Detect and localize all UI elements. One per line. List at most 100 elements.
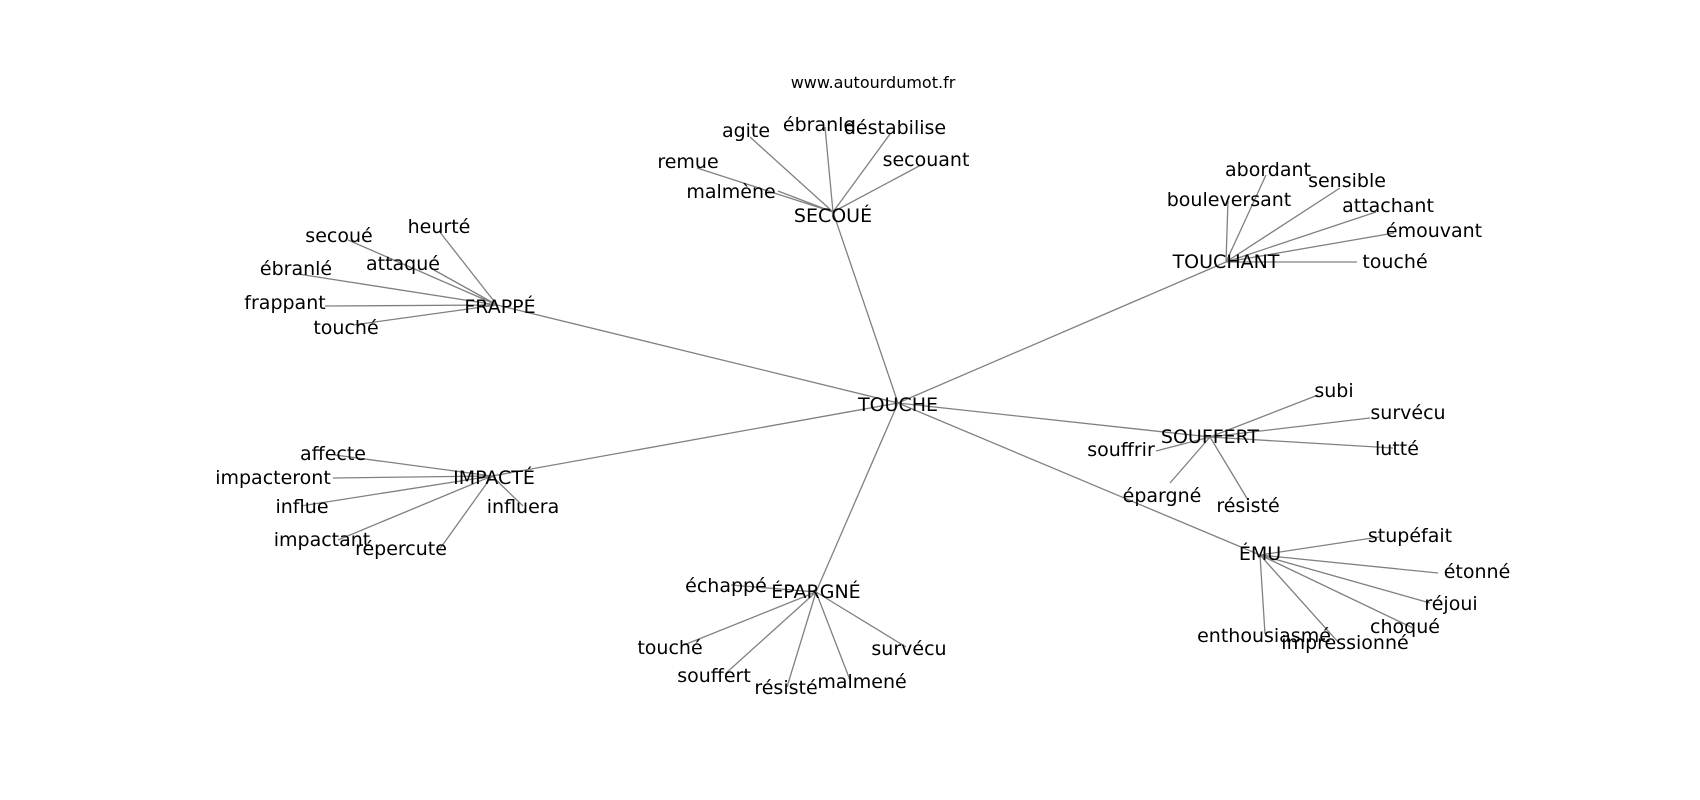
hub-node-label: FRAPPÉ (464, 295, 535, 318)
leaf-node-label: attachant (1342, 195, 1434, 217)
leaf-edge (337, 475, 493, 541)
leaf-edge (438, 230, 498, 306)
leaf-edge (334, 454, 493, 477)
leaf-node-label: déstabilise (844, 117, 946, 139)
leaf-node-label: émouvant (1386, 220, 1482, 242)
hub-node-label: SECOUÉ (794, 204, 872, 227)
root-edge (897, 261, 1227, 404)
leaf-node-label: impactant (274, 529, 371, 551)
leaf-node-label: résisté (754, 677, 817, 699)
leaf-edge (491, 475, 524, 507)
hub-node-label: ÉMU (1239, 542, 1281, 565)
hub-node-label: TOUCHANT (1172, 251, 1280, 273)
leaf-edge (433, 269, 498, 306)
leaf-node-label: ébranle (783, 114, 855, 136)
leaf-edge (824, 126, 834, 213)
leaf-edge (1225, 211, 1377, 263)
leaf-edge (815, 591, 851, 681)
leaf-edge (324, 304, 498, 307)
leaf-edge (297, 273, 498, 306)
root-edge (491, 402, 899, 477)
leaf-node-label: agite (722, 120, 770, 142)
leaf-node-label: répercute (355, 538, 447, 560)
leaf-edge (1209, 394, 1319, 438)
leaf-edge (1259, 554, 1266, 635)
leaf-node-label: impressionné (1281, 632, 1408, 654)
graph-labels: www.autourdumot.fr TOUCHE agite ébranledé… (215, 73, 1510, 699)
leaf-edge (1259, 554, 1431, 604)
leaf-node-label: sensible (1308, 170, 1386, 192)
leaf-node-label: souffert (677, 665, 751, 687)
leaf-edge (352, 304, 498, 326)
leaf-edge (1259, 554, 1339, 643)
leaf-node-label: affecte (300, 443, 366, 465)
leaf-node-label: ébranlé (260, 258, 332, 280)
leaf-node-label: abordant (1225, 159, 1311, 181)
leaf-edge (1209, 436, 1394, 449)
leaf-edge (683, 591, 817, 646)
leaf-node-label: souffrir (1087, 439, 1155, 461)
leaf-edge (1209, 436, 1249, 501)
leaf-edge (347, 239, 498, 306)
leaf-node-label: heurté (408, 216, 471, 238)
leaf-node-label: touché (313, 317, 378, 339)
leaf-edge (1259, 554, 1439, 574)
leaf-edge (832, 133, 891, 213)
leaf-edge (1155, 436, 1211, 452)
leaf-node-label: subi (1314, 380, 1353, 402)
leaf-edge (730, 584, 817, 593)
leaf-node-label: stupéfait (1368, 525, 1452, 547)
leaf-node-label: bouleversant (1167, 189, 1291, 211)
leaf-node-label: échappé (685, 575, 767, 597)
leaf-node-label: impacteront (215, 467, 331, 489)
leaf-edge (1169, 436, 1211, 484)
leaf-node-label: résisté (1216, 495, 1279, 517)
leaf-node-label: malmène (686, 181, 775, 203)
leaf-node-label: lutté (1375, 438, 1419, 460)
leaf-node-label: réjoui (1424, 593, 1477, 615)
leaf-node-label: choqué (1370, 616, 1440, 638)
leaf-node-label: enthousiasmé (1197, 625, 1331, 647)
root-edge (832, 211, 899, 404)
leaf-edge (300, 475, 493, 507)
root-edge (897, 402, 1261, 556)
hub-node-label: ÉPARGNÉ (771, 580, 860, 603)
source-label: www.autourdumot.fr (791, 73, 956, 92)
leaf-edge (1209, 417, 1371, 438)
leaf-edge (1259, 536, 1380, 556)
leaf-node-label: secouant (883, 149, 970, 171)
leaf-node-label: touché (637, 637, 702, 659)
hub-node-label: SOUFFERT (1161, 426, 1260, 448)
root-edge (815, 402, 899, 593)
leaf-edge (1259, 554, 1414, 629)
leaf-edge (749, 136, 834, 213)
leaf-edge (832, 164, 922, 213)
leaf-edge (332, 475, 493, 479)
leaf-edge (438, 475, 493, 551)
leaf-node-label: influe (275, 496, 328, 518)
hub-node-label: IMPACTÉ (453, 466, 535, 489)
leaf-node-label: épargné (1123, 485, 1202, 507)
leaf-edge (1225, 174, 1267, 263)
leaf-node-label: attaqué (366, 253, 440, 275)
leaf-edge (815, 591, 907, 648)
leaf-edge (786, 591, 817, 688)
graph-edges (297, 126, 1439, 688)
leaf-node-label: étonné (1444, 561, 1511, 583)
leaf-node-label: survécu (871, 638, 946, 660)
leaf-node-label: survécu (1370, 402, 1445, 424)
leaf-node-label: secoué (305, 225, 372, 247)
leaf-node-label: influera (487, 496, 559, 518)
root-edge (897, 402, 1211, 438)
leaf-edge (696, 167, 834, 213)
leaf-node-label: frappant (244, 292, 325, 314)
root-node-label: TOUCHE (857, 394, 938, 416)
root-edge (496, 304, 899, 404)
leaf-node-label: remue (657, 151, 718, 173)
leaf-edge (1225, 232, 1395, 263)
leaf-node-label: malmené (817, 671, 906, 693)
leaf-edge (724, 591, 817, 675)
leaf-edge (1225, 200, 1229, 263)
leaf-edge (1225, 187, 1341, 263)
